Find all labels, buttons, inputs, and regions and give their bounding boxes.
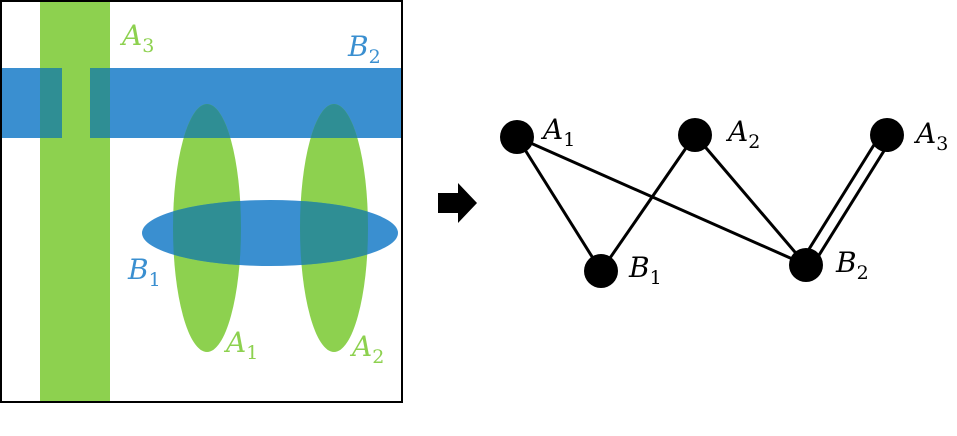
node-label-B1: B1 (628, 251, 662, 289)
edge-A1-B2 (516, 135, 807, 267)
region-A3-strip (40, 2, 110, 401)
edge-A2-B1 (599, 134, 697, 272)
edge-A3-B2-double (799, 131, 894, 269)
region-B2-band-overlap-left (40, 68, 62, 138)
node-A3 (870, 118, 904, 152)
node-label-A3: A3 (913, 117, 948, 155)
node-label-B2: B2 (835, 246, 869, 284)
label-B2: B2 (347, 30, 381, 68)
panel-frame (0, 0, 403, 403)
label-A3: A3 (119, 19, 154, 57)
node-B1 (584, 254, 618, 288)
edge-A1-B1 (515, 136, 603, 272)
right-arrow-icon (438, 183, 477, 223)
label-A2: A2 (349, 330, 384, 368)
label-B1: B1 (127, 253, 161, 291)
node-A1 (500, 120, 534, 154)
node-label-A1: A1 (540, 113, 575, 151)
region-B2-band-overlap-right (90, 68, 110, 138)
overlap-figure: A3 B2 B1 A1 A2 (0, 0, 403, 403)
edge-A2-B2 (693, 134, 808, 266)
node-label-A2: A2 (725, 115, 760, 153)
region-B2-band-right (110, 68, 401, 138)
node-A2 (678, 118, 712, 152)
region-B2-band-left (2, 68, 40, 138)
bipartite-graph: A1 A2 A3 B1 B2 (500, 113, 948, 289)
node-B2 (789, 248, 823, 282)
label-A1: A1 (223, 326, 258, 364)
